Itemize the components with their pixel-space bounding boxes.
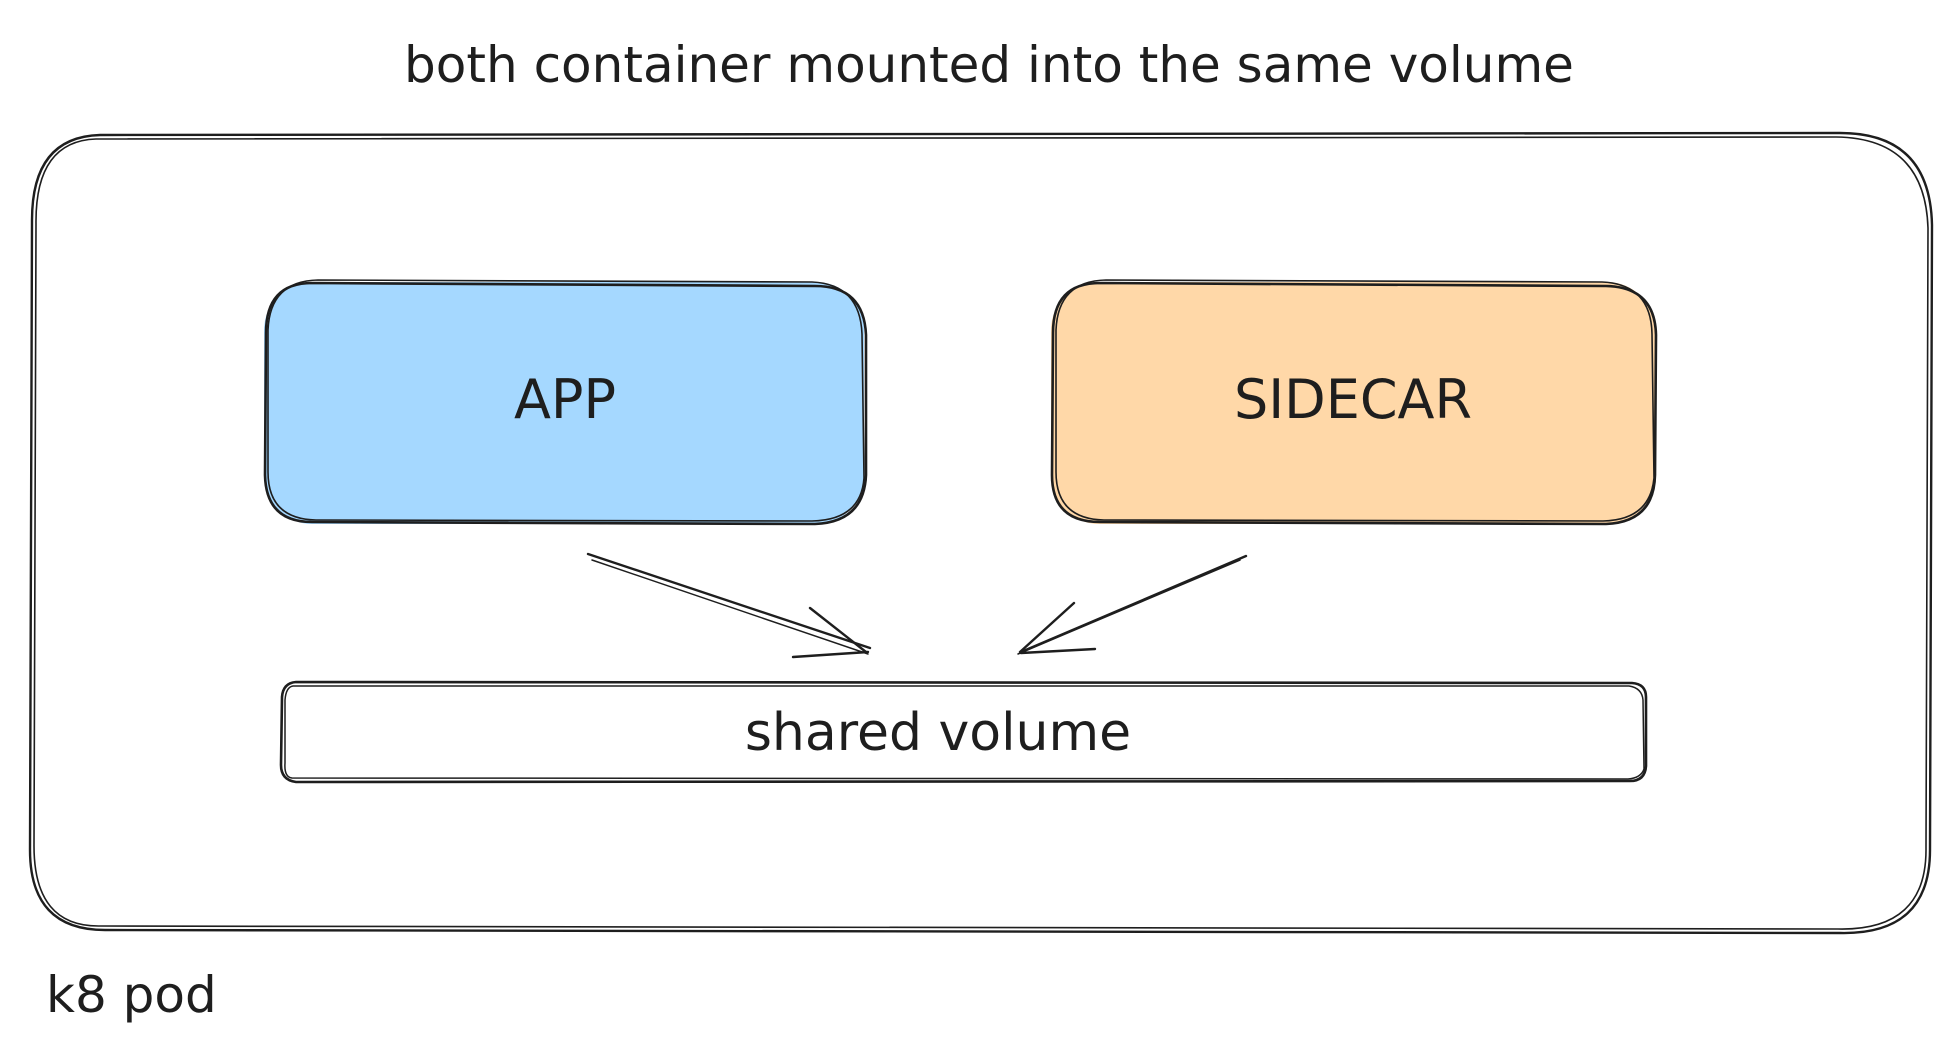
sidecar-box-fill xyxy=(1051,282,1655,524)
shared-volume-box[interactable]: shared volume xyxy=(279,680,1648,784)
app-to-volume-arrow xyxy=(586,552,872,659)
shared-volume-outline xyxy=(279,680,1648,784)
app-box-fill xyxy=(264,282,864,524)
sidecar-label: SIDECAR xyxy=(1234,368,1472,431)
app-container-box[interactable]: APP xyxy=(263,279,868,526)
app-box-outline xyxy=(263,279,868,526)
app-label: APP xyxy=(514,368,616,431)
diagram-title: both container mounted into the same vol… xyxy=(404,36,1574,94)
sidecar-box-outline xyxy=(1050,279,1658,526)
pod-label: k8 pod xyxy=(46,966,217,1024)
pod-boundary xyxy=(28,131,1934,935)
sidecar-container-box[interactable]: SIDECAR xyxy=(1050,279,1658,526)
shared-volume-fill xyxy=(280,682,1644,780)
shared-volume-label: shared volume xyxy=(745,703,1131,763)
sidecar-to-volume-arrow xyxy=(1017,554,1248,655)
